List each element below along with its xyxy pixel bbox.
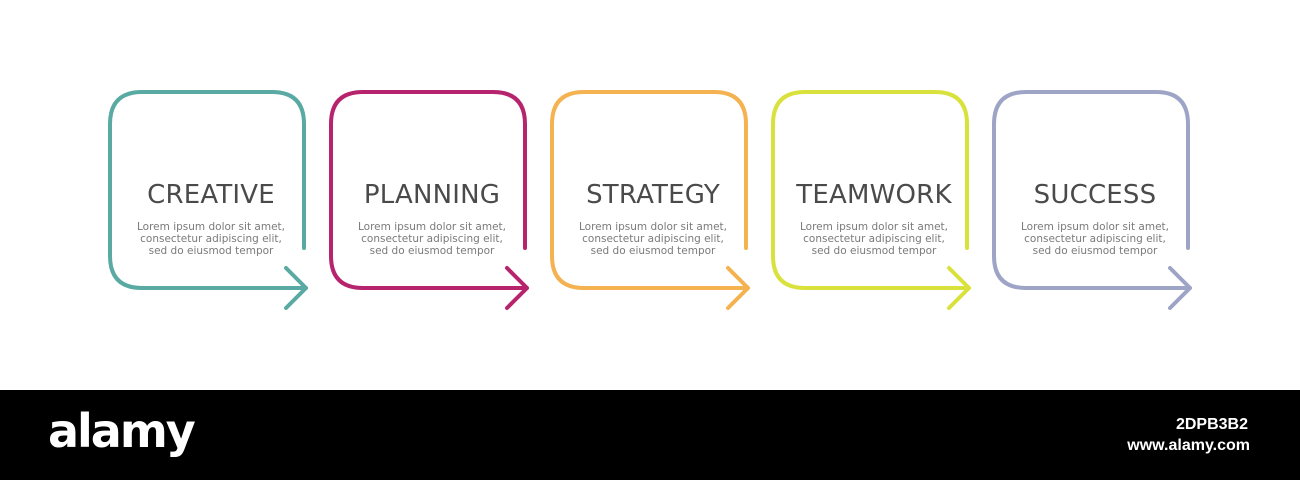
step-description-line: sed do eiusmod tempor (1032, 245, 1158, 257)
step-description: Lorem ipsum dolor sit amet, consectetur … (779, 221, 969, 257)
step-title: TEAMWORK (796, 180, 952, 210)
step-frame-arrow-icon (992, 90, 1192, 310)
step-description-line: sed do eiusmod tempor (811, 245, 937, 257)
step-description: Lorem ipsum dolor sit amet, consectetur … (337, 221, 527, 257)
step-description-line: sed do eiusmod tempor (590, 245, 716, 257)
step-teamwork: TEAMWORK Lorem ipsum dolor sit amet, con… (771, 88, 977, 314)
step-frame-arrow-icon (329, 90, 529, 310)
step-success: SUCCESS Lorem ipsum dolor sit amet, cons… (992, 88, 1198, 314)
step-frame-path (329, 90, 529, 310)
step-frame-path (992, 90, 1192, 310)
step-creative: CREATIVE Lorem ipsum dolor sit amet, con… (108, 88, 314, 314)
step-frame-arrow-icon (771, 90, 971, 310)
watermark-footer: alamy 2DPB3B2 www.alamy.com (0, 390, 1300, 480)
step-description-line: Lorem ipsum dolor sit amet, (358, 221, 506, 233)
step-title: SUCCESS (1033, 180, 1157, 210)
step-description-line: consectetur adipiscing elit, (361, 233, 503, 245)
step-description-line: Lorem ipsum dolor sit amet, (800, 221, 948, 233)
step-title: STRATEGY (586, 180, 720, 210)
step-description-line: consectetur adipiscing elit, (582, 233, 724, 245)
step-description: Lorem ipsum dolor sit amet, consectetur … (558, 221, 748, 257)
step-description: Lorem ipsum dolor sit amet, consectetur … (1000, 221, 1190, 257)
step-description-line: consectetur adipiscing elit, (1024, 233, 1166, 245)
step-frame-path (550, 90, 750, 310)
step-frame-arrow-icon (550, 90, 750, 310)
step-description-line: Lorem ipsum dolor sit amet, (579, 221, 727, 233)
step-title: PLANNING (363, 180, 501, 210)
step-description-line: consectetur adipiscing elit, (803, 233, 945, 245)
step-planning: PLANNING Lorem ipsum dolor sit amet, con… (329, 88, 535, 314)
step-frame-arrow-icon (108, 90, 308, 310)
site-url: www.alamy.com (1127, 437, 1250, 454)
brand-logo: alamy (48, 404, 196, 458)
step-description-line: sed do eiusmod tempor (369, 245, 495, 257)
step-description: Lorem ipsum dolor sit amet, consectetur … (116, 221, 306, 257)
infographic-canvas: CREATIVE Lorem ipsum dolor sit amet, con… (108, 88, 1198, 314)
step-description-line: Lorem ipsum dolor sit amet, (137, 221, 285, 233)
step-frame-path (771, 90, 971, 310)
step-description-line: sed do eiusmod tempor (148, 245, 274, 257)
step-description-line: consectetur adipiscing elit, (140, 233, 282, 245)
step-title: CREATIVE (147, 180, 275, 210)
step-frame-path (108, 90, 308, 310)
step-strategy: STRATEGY Lorem ipsum dolor sit amet, con… (550, 88, 756, 314)
image-id: 2DPB3B2 (1175, 416, 1248, 433)
step-description-line: Lorem ipsum dolor sit amet, (1021, 221, 1169, 233)
